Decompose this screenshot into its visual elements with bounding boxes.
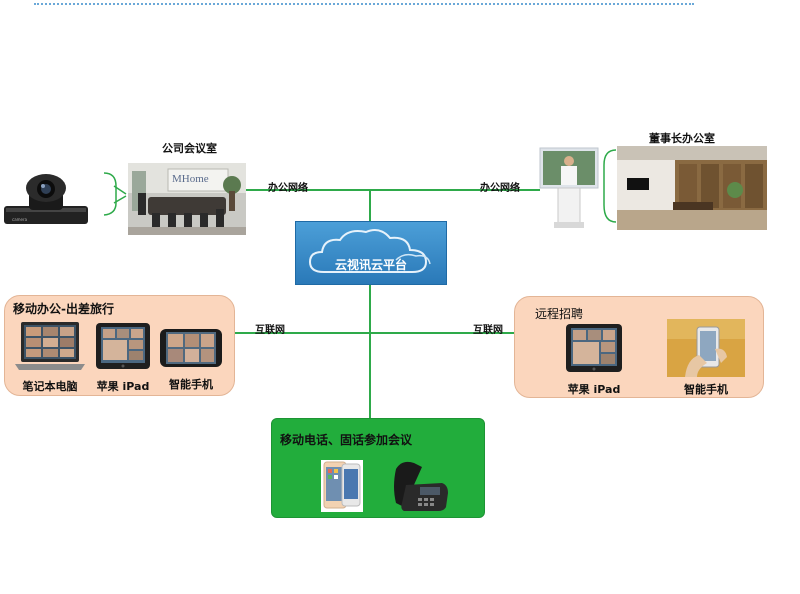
cloud-platform-label: 云视讯云平台 — [334, 258, 407, 272]
remote-recruit-device-smartphone: 智能手机 — [684, 383, 728, 396]
meeting-room-photo: MHome — [128, 163, 246, 235]
header-dotted-line — [34, 0, 694, 5]
cloud-icon — [308, 229, 431, 273]
mobile-office-panel: 移动办公-出差旅行 笔记本电脑 苹果 iPad 智能手机 — [4, 295, 235, 396]
laptop-icon — [15, 322, 85, 370]
smartphone-in-hand-icon — [667, 319, 745, 377]
mobile-office-device-laptop: 笔记本电脑 — [22, 380, 78, 393]
remote-recruit-title: 远程招聘 — [535, 307, 584, 321]
office-network-label-left: 办公网络 — [268, 183, 308, 194]
smartphone-icon — [160, 329, 222, 367]
mobile-office-device-ipad: 苹果 iPad — [96, 380, 150, 393]
cloud-platform: 云视讯云平台 — [295, 221, 447, 285]
meeting-room-sign: MHome — [172, 173, 209, 185]
ipad-icon — [96, 323, 150, 369]
chairman-office-photo — [617, 146, 767, 230]
ipad-icon — [566, 324, 622, 372]
office-network-label-right: 办公网络 — [480, 183, 520, 194]
internet-label-left: 互联网 — [255, 325, 285, 336]
svg-text:camera: camera — [12, 217, 28, 222]
mobile-office-device-smartphone: 智能手机 — [169, 378, 213, 391]
video-terminal-stand-icon — [539, 147, 599, 228]
company-meeting-room-title: 公司会议室 — [162, 142, 217, 155]
remote-recruit-panel: 远程招聘 苹果 iPad 智能手机 — [514, 296, 764, 398]
phone-meeting-panel: 移动电话、固话参加会议 — [271, 418, 485, 518]
phone-meeting-title: 移动电话、固话参加会议 — [280, 433, 413, 447]
remote-recruit-device-ipad: 苹果 iPad — [567, 383, 621, 396]
mobile-phone-icon — [321, 460, 363, 512]
mobile-office-title: 移动办公-出差旅行 — [13, 302, 114, 316]
internet-label-right: 互联网 — [473, 325, 503, 336]
desk-phone-icon — [394, 461, 448, 511]
ptz-camera-icon: camera — [4, 174, 88, 224]
chairman-office-title: 董事长办公室 — [649, 132, 715, 145]
